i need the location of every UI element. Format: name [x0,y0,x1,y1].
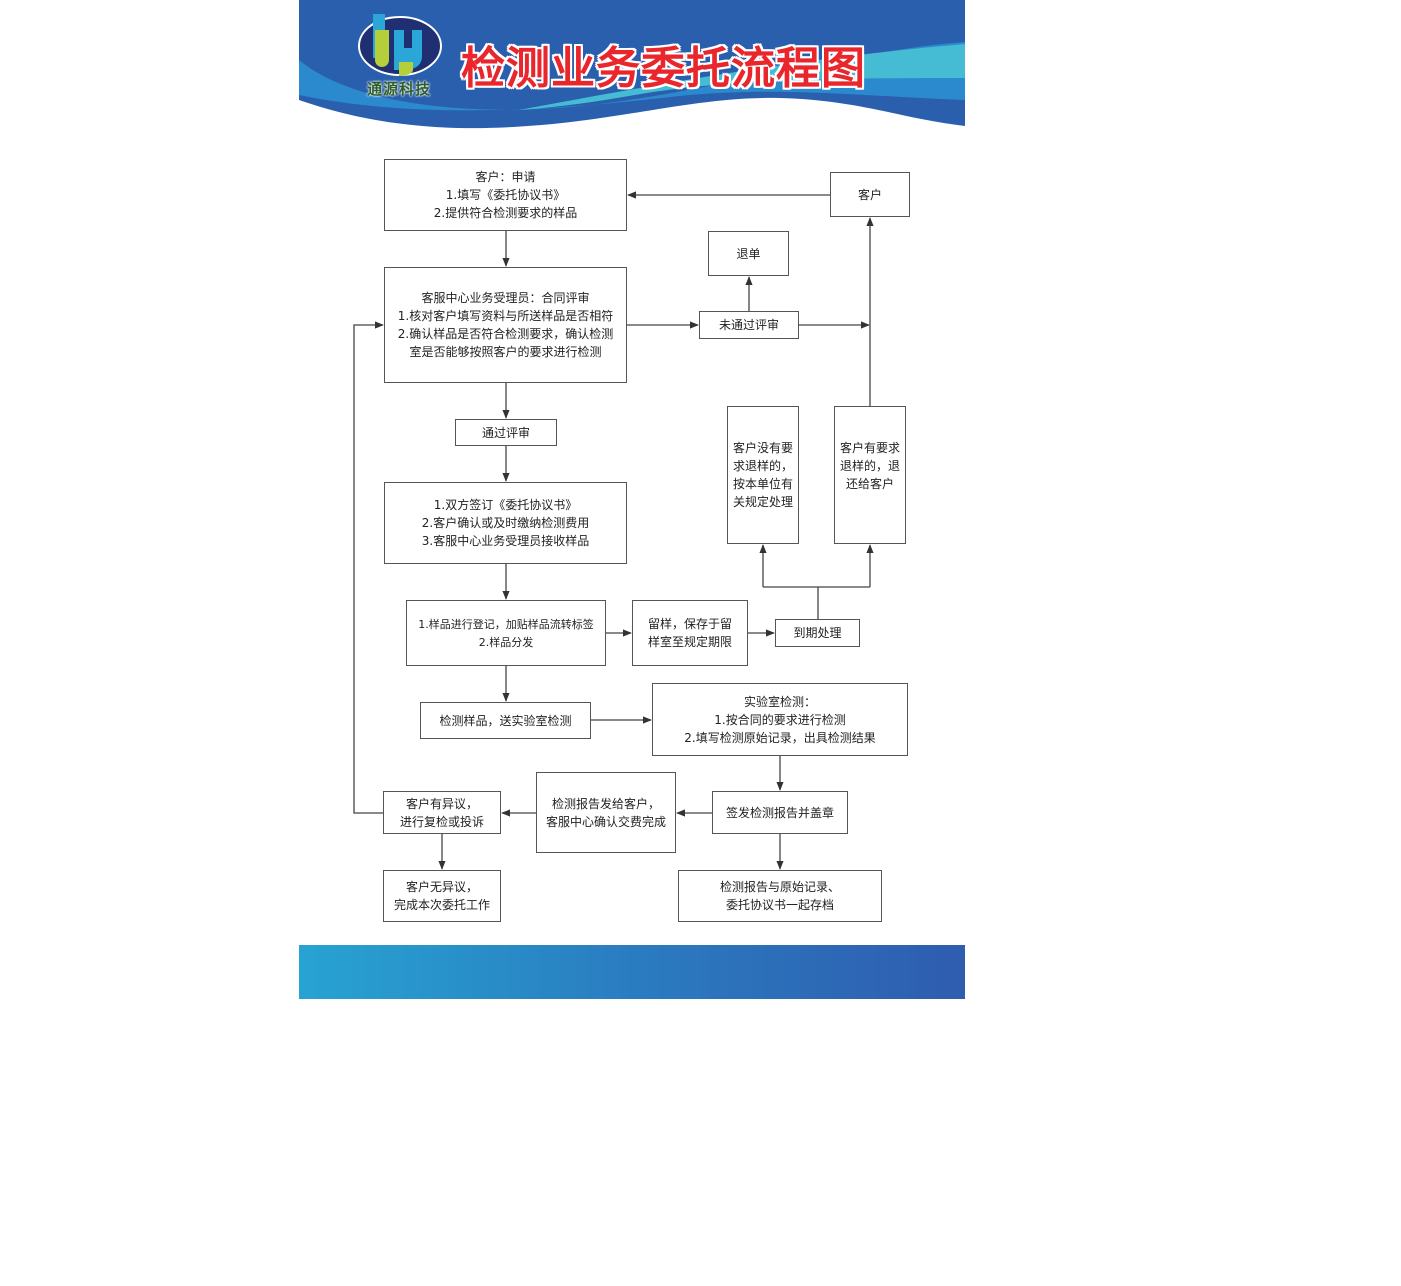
archive-box: 检测报告与原始记录、 委托协议书一起存档 [678,870,882,922]
sign-box: 1.双方签订《委托协议书》 2.客户确认或及时缴纳检测费用 3.客服中心业务受理… [384,482,627,564]
retain-box: 留样，保存于留 样室至规定期限 [632,600,748,666]
objection-box: 客户有异议， 进行复检或投诉 [383,791,501,834]
line-expire-split [763,586,870,619]
footer-banner [299,945,965,999]
flowchart-poster: 通源科技 检测业务委托流程图 [299,0,965,999]
brand-name: 通源科技 [367,80,432,98]
cancel-box: 退单 [708,231,789,276]
customer-box: 客户 [830,172,910,217]
register-box: 1.样品进行登记，加贴样品流转标签 2.样品分发 [406,600,606,666]
expire-box: 到期处理 [775,619,860,647]
connector-lines [353,191,874,870]
report-sent-box: 检测报告发给客户， 客服中心确认交费完成 [536,772,676,853]
not-passed-box: 未通过评审 [699,311,799,339]
return-request-box: 客户有要求 退样的，退 还给客户 [834,406,906,544]
apply-box: 客户：申请 1.填写《委托协议书》 2.提供符合检测要求的样品 [384,159,627,231]
arrow-objection-to-review [353,321,384,814]
no-return-request-box: 客户没有要 求退样的， 按本单位有 关规定处理 [727,406,799,544]
issue-report-box: 签发检测报告并盖章 [712,791,848,834]
lab-test-box: 实验室检测： 1.按合同的要求进行检测 2.填写检测原始记录，出具检测结果 [652,683,908,756]
banner-background [299,0,965,129]
passed-box: 通过评审 [455,419,557,446]
company-logo [358,14,442,76]
page-title: 检测业务委托流程图 [461,43,866,94]
header-banner: 通源科技 检测业务委托流程图 [299,0,965,135]
no-objection-box: 客户无异议， 完成本次委托工作 [383,870,501,922]
send-lab-box: 检测样品，送实验室检测 [420,702,591,739]
review-box: 客服中心业务受理员：合同评审 1.核对客户填写资料与所送样品是否相符 2.确认样… [384,267,627,383]
